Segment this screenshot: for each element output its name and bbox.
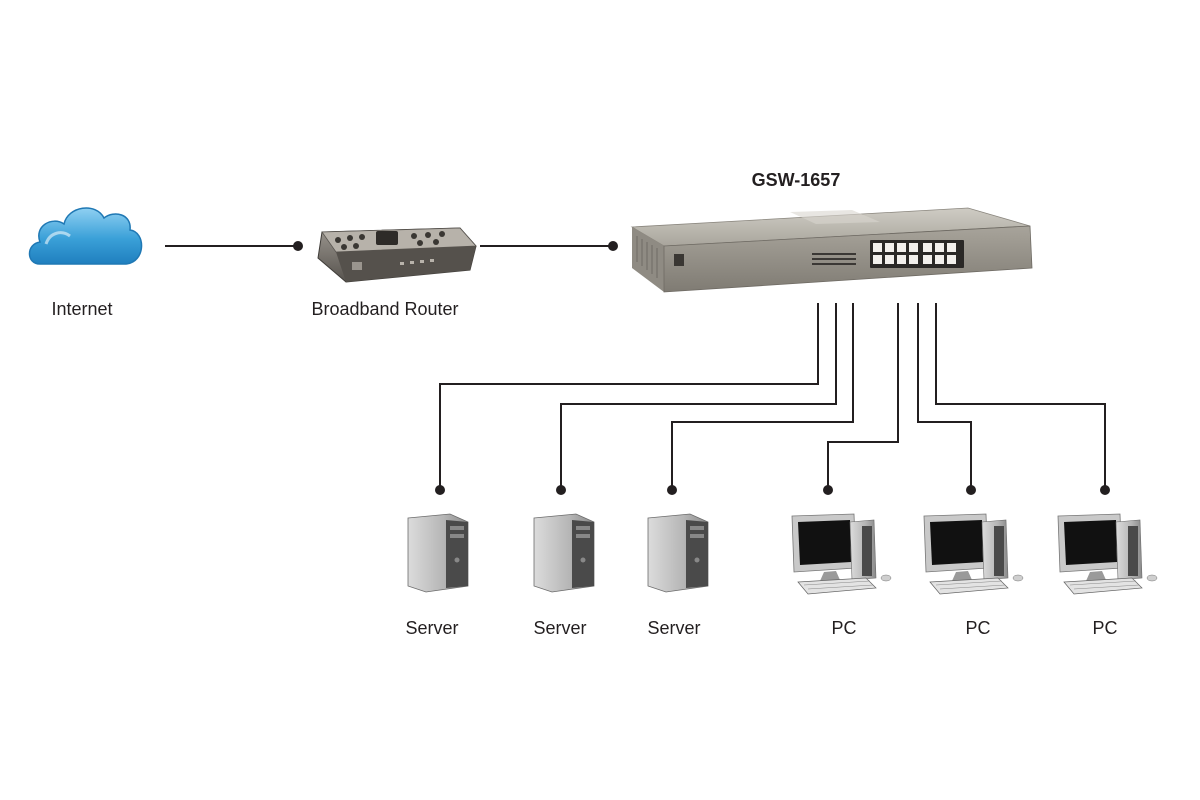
link-switch-pc-2 <box>917 303 972 490</box>
switch-node: GSW-1657 <box>630 170 1033 293</box>
desktop-pc-icon <box>923 513 1024 595</box>
link-switch-pc-3 <box>935 303 1106 490</box>
connector-dot <box>435 485 445 495</box>
server-node-2: Server <box>533 513 595 638</box>
connector-dot <box>823 485 833 495</box>
link-switch-pc-1 <box>827 303 899 490</box>
server-label: Server <box>533 618 586 638</box>
server-tower-icon <box>647 513 709 593</box>
pc-label: PC <box>1092 618 1117 638</box>
router-icon <box>317 227 477 283</box>
connector-dot <box>556 485 566 495</box>
connection-dots <box>293 241 1110 495</box>
router-node: Broadband Router <box>311 227 477 319</box>
connector-dot <box>667 485 677 495</box>
pc-label: PC <box>831 618 856 638</box>
link-switch-server-2 <box>560 303 837 490</box>
connection-lines <box>165 245 1106 490</box>
cloud-icon <box>28 207 143 265</box>
link-switch-server-3 <box>671 303 854 490</box>
pc-label: PC <box>965 618 990 638</box>
switch-model-title: GSW-1657 <box>752 170 841 190</box>
connector-dot <box>966 485 976 495</box>
desktop-pc-icon <box>1057 513 1158 595</box>
desktop-pc-icon <box>791 513 892 595</box>
server-node-1: Server <box>405 513 469 638</box>
server-node-3: Server <box>647 513 709 638</box>
server-tower-icon <box>533 513 595 593</box>
pc-node-1: PC <box>791 513 892 638</box>
internet-node: Internet <box>28 207 143 319</box>
pc-node-3: PC <box>1057 513 1158 638</box>
server-label: Server <box>647 618 700 638</box>
router-label: Broadband Router <box>311 299 458 319</box>
server-label: Server <box>405 618 458 638</box>
connector-dot <box>1100 485 1110 495</box>
connector-dot <box>608 241 618 251</box>
server-tower-icon <box>407 513 469 593</box>
link-switch-server-1 <box>439 303 819 490</box>
pc-node-2: PC <box>923 513 1024 638</box>
internet-label: Internet <box>51 299 112 319</box>
switch-icon <box>630 207 1033 293</box>
connector-dot <box>293 241 303 251</box>
